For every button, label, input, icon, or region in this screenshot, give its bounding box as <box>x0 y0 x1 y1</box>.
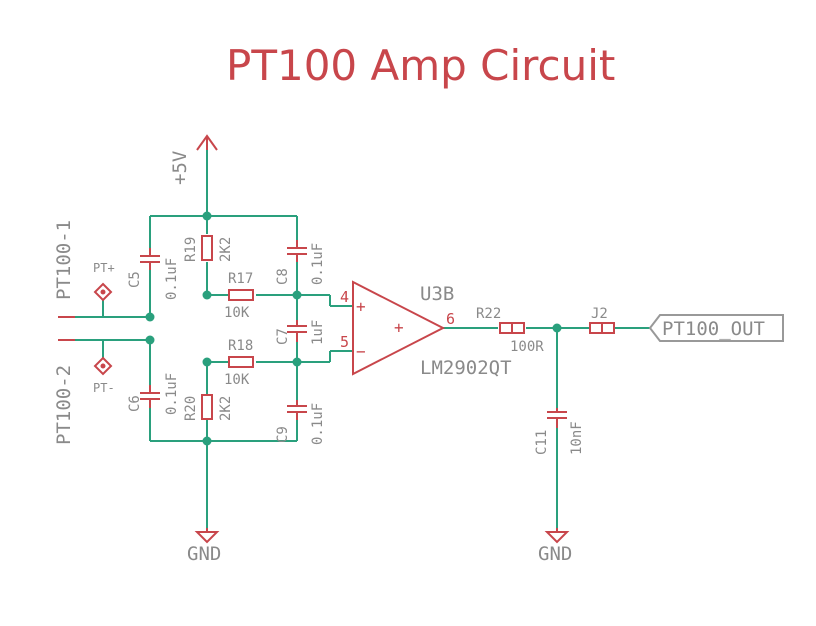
opamp-plus-symbol: + <box>356 297 366 316</box>
opamp-pin-6: 6 <box>446 310 455 328</box>
r18-value: 10K <box>224 372 250 388</box>
r17-ref: R17 <box>228 271 253 287</box>
tp-plus-label: PT+ <box>93 261 115 275</box>
resistor-r22: R22 100R <box>476 306 544 355</box>
connector-pt100-2: PT100-2 <box>53 339 75 445</box>
testpoint-pt-plus: PT+ <box>93 261 115 302</box>
c7-ref: C7 <box>275 328 291 345</box>
c8-value: 0.1uF <box>310 243 326 285</box>
connector-pt100-1: PT100-1 <box>53 220 75 318</box>
opamp-minus-symbol: − <box>356 342 366 361</box>
r22-value: 100R <box>510 339 544 355</box>
opamp-power-symbol: + <box>394 318 404 337</box>
capacitor-c9: C9 0.1uF <box>275 400 326 445</box>
pt100-1-label: PT100-1 <box>53 220 75 300</box>
jumper-j2: J2 <box>589 306 615 334</box>
gnd-label-right: GND <box>538 543 572 565</box>
c11-value: 10nF <box>569 421 585 455</box>
vcc-label: +5V <box>169 151 191 185</box>
resistor-r18: R18 10K <box>224 338 254 388</box>
wires <box>75 148 650 530</box>
schematic-title: PT100 Amp Circuit <box>226 41 615 90</box>
c9-ref: C9 <box>275 426 291 443</box>
j2-ref: J2 <box>591 306 608 322</box>
resistor-r19: R19 2K2 <box>183 235 234 262</box>
c9-value: 0.1uF <box>310 403 326 445</box>
opamp-part: LM2902QT <box>420 357 512 379</box>
output-net-label: PT100_OUT <box>648 314 784 342</box>
vcc-symbol: +5V <box>169 134 218 185</box>
c8-ref: C8 <box>275 268 291 285</box>
gnd-symbol-right: GND <box>538 528 572 565</box>
r19-value: 2K2 <box>218 237 234 262</box>
c7-value: 1uF <box>310 320 326 345</box>
capacitor-c6: C6 0.1uF <box>127 373 180 415</box>
opamp-ref: U3B <box>420 283 454 305</box>
testpoint-pt-minus: PT- <box>93 356 115 395</box>
c6-ref: C6 <box>127 395 143 412</box>
r20-ref: R20 <box>183 396 199 421</box>
c6-value: 0.1uF <box>164 373 180 415</box>
c11-ref: C11 <box>534 430 550 455</box>
gnd-label-left: GND <box>187 543 221 565</box>
opamp-pin-5: 5 <box>340 333 349 351</box>
r18-ref: R18 <box>228 338 253 354</box>
r19-ref: R19 <box>183 237 199 262</box>
capacitor-c8: C8 0.1uF <box>275 240 326 285</box>
junctions <box>145 211 562 446</box>
capacitor-c7: C7 1uF <box>275 320 326 345</box>
tp-minus-label: PT- <box>93 381 115 395</box>
c5-value: 0.1uF <box>164 258 180 300</box>
opamp-pin-4: 4 <box>340 288 349 306</box>
pt100-2-label: PT100-2 <box>53 365 75 445</box>
output-label-text: PT100_OUT <box>662 318 765 340</box>
r20-value: 2K2 <box>218 396 234 421</box>
c5-ref: C5 <box>127 271 143 288</box>
capacitor-c5: C5 0.1uF <box>127 248 180 300</box>
r17-value: 10K <box>224 305 250 321</box>
resistor-r20: R20 2K2 <box>183 394 234 421</box>
resistor-r17: R17 10K <box>224 271 254 321</box>
capacitor-c11: C11 10nF <box>534 408 585 455</box>
opamp-u3b: + − + 4 5 6 U3B LM2902QT <box>340 280 512 379</box>
r22-ref: R22 <box>476 306 501 322</box>
gnd-symbol-left: GND <box>187 528 221 565</box>
